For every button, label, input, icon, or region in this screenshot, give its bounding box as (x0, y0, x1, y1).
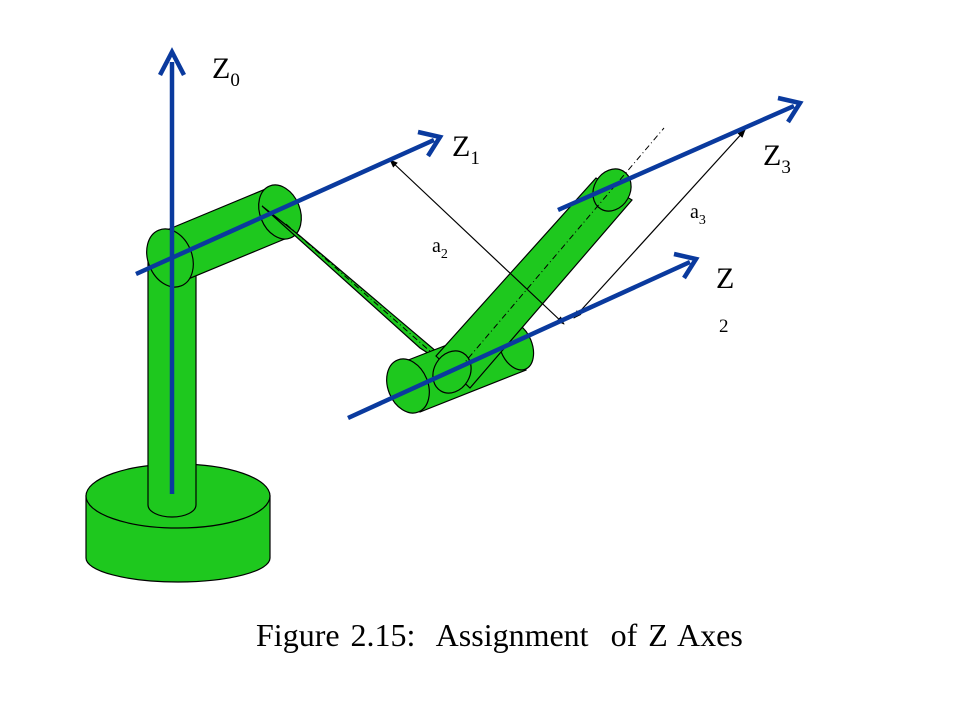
z3-label: Z3 (763, 139, 791, 178)
z2-label-letter: Z (716, 262, 734, 295)
z0-axis-arrow (158, 47, 186, 494)
z1-axis-arrow (135, 129, 444, 277)
z1-label: Z1 (452, 130, 480, 169)
dimension-a2-line (389, 159, 565, 325)
a3-label: a3 (690, 201, 706, 228)
figure-caption: Figure 2.15: Assignment of Z Axes (256, 617, 743, 653)
dimension-a3-line (573, 129, 746, 319)
z2-label-sub: 2 (719, 316, 729, 337)
a2-label: a2 (432, 235, 448, 262)
z3-axis-arrow (557, 95, 804, 213)
link3-arm (432, 127, 665, 394)
z0-label: Z0 (212, 52, 240, 91)
z2-axis-arrow (347, 251, 700, 421)
